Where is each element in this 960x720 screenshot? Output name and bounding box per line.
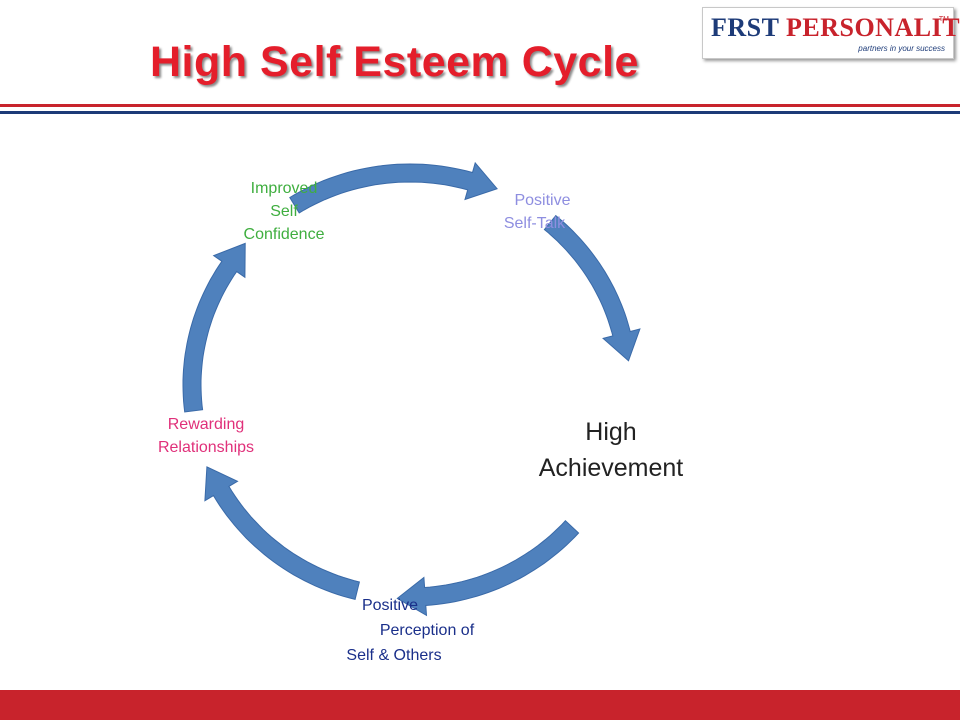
logo-tagline: partners in your success [858,44,945,53]
arrow-selftalk-to-achievement [543,214,641,362]
node-line: Confidence [243,226,325,243]
first-personality-logo: FRST PERSONALITY TM partners in your suc… [702,7,960,59]
node-line: High [585,418,637,446]
node-line: Achievement [538,454,684,482]
header-rule-red [0,104,960,107]
node-positive-perception: Positive Perception of Self & Others [318,593,488,668]
cycle-arrows [182,161,641,617]
node-improved-self-confidence: Improved Self Confidence [228,177,340,246]
node-rewarding-relationships: Rewarding Relationships [138,413,274,459]
header-rule-navy [0,111,960,114]
footer-bar [0,690,960,720]
node-line: Self-Talk [503,215,566,232]
page-title: High Self Esteem Cycle [150,38,639,86]
node-line: Positive [361,597,419,614]
node-line: Positive [514,192,571,209]
logo-wordmark: FRST PERSONALITY [711,13,960,42]
arrow-achievement-to-perception [396,519,580,617]
arrow-perception-to-relationships [204,466,361,601]
node-positive-self-talk: Positive Self-Talk [487,189,582,235]
node-line: Relationships [157,439,255,456]
arrow-confidence-to-selftalk [289,161,498,214]
node-line: Rewarding [167,416,245,433]
node-line: Perception of [379,622,475,639]
node-line: Improved [250,180,318,197]
logo-trademark: TM [938,16,949,23]
node-line: Self & Others [346,647,442,664]
node-high-achievement: High Achievement [506,414,716,486]
arrow-relationships-to-confidence [182,242,246,413]
node-line: Self [270,203,298,220]
